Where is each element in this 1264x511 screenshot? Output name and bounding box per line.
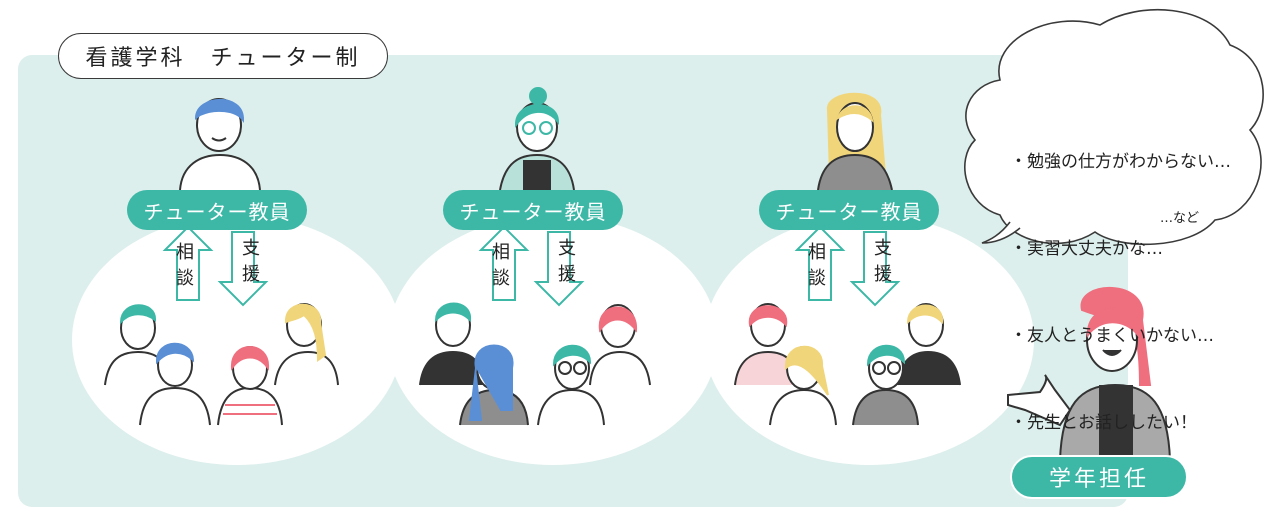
students-group-3 xyxy=(734,303,961,426)
support-text-3: 支援 xyxy=(874,238,892,285)
arrows-group-2 xyxy=(478,225,585,307)
arrows-group-3 xyxy=(794,225,901,307)
tutor-label-2: チューター教員 xyxy=(443,190,623,230)
support-text-2: 支援 xyxy=(558,238,576,285)
concern-item: ・先生とお話ししたい！ xyxy=(1010,413,1197,433)
grade-teacher xyxy=(1007,286,1171,461)
students-group-2 xyxy=(419,302,651,426)
concern-list: ・勉強の仕方がわからない… ・実習大丈夫かな… ・友人とうまくいかない… ・先生… xyxy=(1010,90,1231,467)
concern-suffix: …など xyxy=(1160,211,1200,226)
support-text-1: 支援 xyxy=(242,238,260,285)
thought-bubble xyxy=(964,8,1264,246)
grade-teacher-label: 学年担任 xyxy=(1010,455,1188,499)
concern-item: ・実習大丈夫かな… xyxy=(1010,239,1163,259)
concern-item: ・友人とうまくいかない… xyxy=(1010,326,1214,346)
students-group-1 xyxy=(104,303,339,426)
tutor-label-3: チューター教員 xyxy=(759,190,939,230)
consult-text-2: 相談 xyxy=(492,242,510,289)
teacher-3 xyxy=(817,92,893,191)
tutor-label-1: チューター教員 xyxy=(127,190,307,230)
consult-text-3: 相談 xyxy=(808,242,826,289)
page-title: 看護学科 チューター制 xyxy=(58,33,388,79)
teacher-2 xyxy=(499,87,575,191)
teacher-1 xyxy=(179,98,261,191)
consult-text-1: 相談 xyxy=(176,242,194,289)
arrows-group-1 xyxy=(162,225,269,307)
concern-item: ・勉強の仕方がわからない… xyxy=(1010,152,1231,172)
